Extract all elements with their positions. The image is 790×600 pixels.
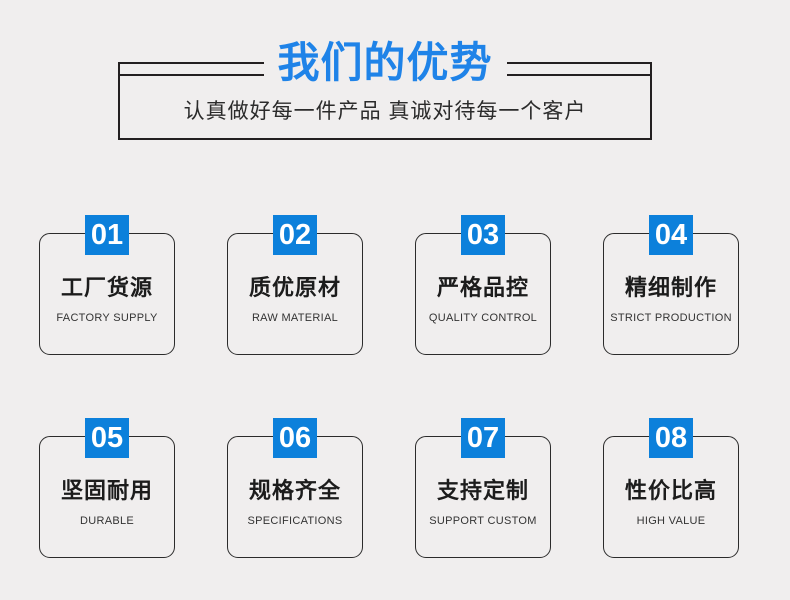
- card-number-badge: 05: [85, 418, 129, 458]
- advantage-card[interactable]: 05 坚固耐用 DURABLE: [39, 418, 175, 558]
- card-subtitle: STRICT PRODUCTION: [610, 311, 732, 324]
- card-subtitle: SPECIFICATIONS: [247, 514, 343, 527]
- header-rule-left: [118, 74, 264, 76]
- card-number-badge: 03: [461, 215, 505, 255]
- card-number-badge: 08: [649, 418, 693, 458]
- card-number-badge: 02: [273, 215, 317, 255]
- advantage-card[interactable]: 07 支持定制 SUPPORT CUSTOM: [415, 418, 551, 558]
- card-subtitle: FACTORY SUPPLY: [56, 311, 158, 324]
- card-title: 支持定制: [436, 478, 529, 504]
- card-body: 工厂货源 FACTORY SUPPLY: [40, 234, 174, 354]
- header-subtitle: 认真做好每一件产品 真诚对待每一个客户: [183, 100, 587, 123]
- card-body: 质优原材 RAW MATERIAL: [228, 234, 362, 354]
- card-title: 精细制作: [624, 275, 717, 301]
- card-body: 规格齐全 SPECIFICATIONS: [228, 437, 362, 557]
- card-row-2: 05 坚固耐用 DURABLE 06 规格齐全 SPECIFICATIONS 0…: [39, 418, 751, 558]
- page-title: 我们的优势: [263, 42, 507, 84]
- card-title: 坚固耐用: [60, 478, 153, 504]
- header-title-row: 我们的优势: [118, 38, 653, 88]
- card-number-badge: 06: [273, 418, 317, 458]
- card-number-badge: 01: [85, 215, 129, 255]
- card-subtitle: DURABLE: [79, 514, 135, 527]
- card-title: 质优原材: [248, 275, 341, 301]
- card-subtitle: HIGH VALUE: [636, 514, 706, 527]
- card-number-badge: 07: [461, 418, 505, 458]
- card-subtitle: RAW MATERIAL: [251, 311, 339, 324]
- card-title: 规格齐全: [248, 478, 341, 504]
- card-title: 工厂货源: [60, 275, 153, 301]
- card-subtitle: SUPPORT CUSTOM: [429, 514, 537, 527]
- advantage-card[interactable]: 01 工厂货源 FACTORY SUPPLY: [39, 215, 175, 355]
- card-body: 支持定制 SUPPORT CUSTOM: [416, 437, 550, 557]
- advantage-card[interactable]: 08 性价比高 HIGH VALUE: [603, 418, 739, 558]
- advantage-card[interactable]: 03 严格品控 QUALITY CONTROL: [415, 215, 551, 355]
- card-title: 性价比高: [624, 478, 717, 504]
- card-body: 严格品控 QUALITY CONTROL: [416, 234, 550, 354]
- card-subtitle: QUALITY CONTROL: [428, 311, 538, 324]
- advantage-card-grid: 01 工厂货源 FACTORY SUPPLY 02 质优原材 RAW MATER…: [39, 215, 751, 558]
- card-body: 性价比高 HIGH VALUE: [604, 437, 738, 557]
- advantage-card[interactable]: 02 质优原材 RAW MATERIAL: [227, 215, 363, 355]
- advantage-card[interactable]: 04 精细制作 STRICT PRODUCTION: [603, 215, 739, 355]
- advantage-card[interactable]: 06 规格齐全 SPECIFICATIONS: [227, 418, 363, 558]
- card-title: 严格品控: [436, 275, 529, 301]
- header-section: 我们的优势 认真做好每一件产品 真诚对待每一个客户: [0, 0, 790, 160]
- header-rule-right: [506, 74, 653, 76]
- card-row-1: 01 工厂货源 FACTORY SUPPLY 02 质优原材 RAW MATER…: [39, 215, 751, 355]
- card-number-badge: 04: [649, 215, 693, 255]
- card-body: 精细制作 STRICT PRODUCTION: [604, 234, 738, 354]
- card-body: 坚固耐用 DURABLE: [40, 437, 174, 557]
